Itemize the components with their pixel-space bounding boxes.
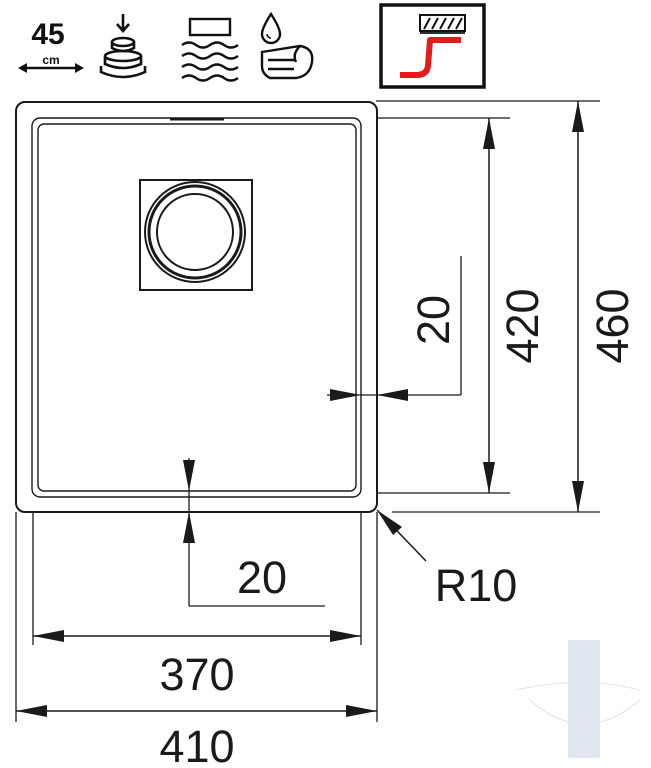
drain-stack-icon xyxy=(99,14,147,79)
cabinet-width-icon: 45 cm xyxy=(18,18,84,73)
drain-mid xyxy=(147,184,243,280)
side-rim-label: 20 xyxy=(408,295,459,345)
hand-wash-icon xyxy=(260,11,314,80)
bowl-outline xyxy=(37,123,357,492)
overall-width-label: 410 xyxy=(159,721,234,768)
front-rim-label: 20 xyxy=(237,552,287,603)
drain-outer xyxy=(144,181,246,283)
bowl-width-label: 370 xyxy=(159,649,234,700)
sink-outline xyxy=(15,101,378,513)
undermount-install-icon xyxy=(379,3,486,89)
dimension-labels: 370 410 20 R10 20 420 460 xyxy=(159,288,638,768)
water-waves-icon xyxy=(181,17,239,82)
dimension-lines xyxy=(15,100,600,722)
icon-row: 45 cm xyxy=(18,3,486,89)
cabinet-size-unit: cm xyxy=(42,53,59,67)
cabinet-size-value: 45 xyxy=(31,18,64,51)
rim-inner-line xyxy=(31,117,362,498)
drain-inner xyxy=(156,193,234,271)
corner-radius-label: R10 xyxy=(435,560,518,611)
outer-rim xyxy=(15,101,378,513)
watermark-logo xyxy=(515,640,641,758)
bowl-depth-label: 420 xyxy=(497,288,548,363)
strainer-plate xyxy=(139,179,253,291)
overall-depth-label: 460 xyxy=(587,288,638,363)
